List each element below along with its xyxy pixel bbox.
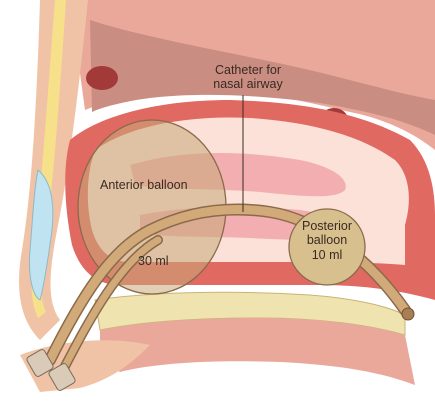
catheter-label-line2: nasal airway xyxy=(183,77,313,91)
anterior-balloon-volume: 30 ml xyxy=(138,254,188,268)
posterior-label-line2: balloon xyxy=(282,233,372,247)
catheter-label-line1: Catheter for xyxy=(183,63,313,77)
posterior-balloon-volume: 10 ml xyxy=(282,248,372,262)
catheter-label: Catheter for nasal airway xyxy=(183,63,313,92)
posterior-label-line1: Posterior xyxy=(282,219,372,233)
posterior-balloon-label: Posterior balloon 10 ml xyxy=(282,219,372,262)
anterior-balloon-label: Anterior balloon xyxy=(100,178,230,192)
